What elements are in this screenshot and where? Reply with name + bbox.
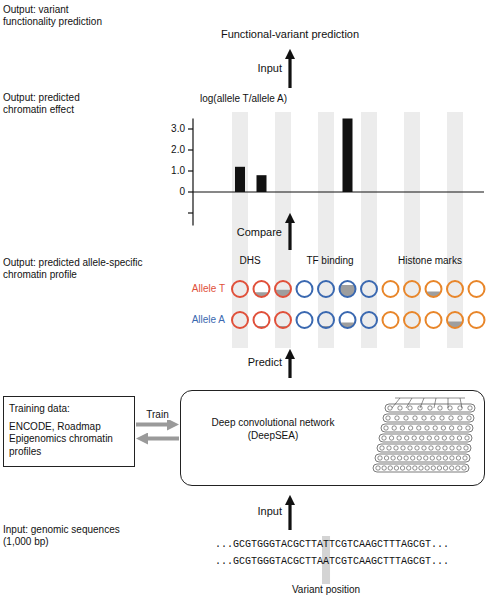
figure-label: TF binding: [295, 255, 365, 267]
profile-circle: [447, 281, 463, 297]
sequence-text: ...GCGTGGGTACGCTTAATCGTCAAGCTTTAGCGT...: [215, 556, 449, 568]
flow-arrow: [288, 354, 291, 378]
profile-circle: [297, 281, 313, 297]
effect-chart: [188, 119, 484, 226]
edge-label: Train: [144, 409, 170, 420]
network-glyph: [373, 398, 475, 472]
node-text: Training data:: [9, 403, 131, 416]
profile-circle: [318, 312, 334, 328]
network-overlay: [181, 391, 484, 485]
profile-circle: [340, 281, 356, 297]
column-band: [404, 112, 420, 348]
profile-circle: [426, 312, 442, 328]
sequence-text: ...GCGTGGGTACGCTTATTCGTCAAGCTTTAGCGT...: [215, 539, 449, 551]
train-arrow: [142, 437, 179, 441]
figure-label: log(allele T/allele A): [200, 93, 360, 105]
profile-circle: [232, 312, 248, 328]
profile-circle: [447, 312, 463, 328]
figure-label: Compare: [222, 226, 282, 239]
figure-label: Output: predicted chromatin effect: [3, 92, 113, 116]
profile-circle: [232, 281, 248, 297]
figure-label: Output: variant functionality prediction: [3, 4, 123, 28]
figure-label: DHS: [230, 255, 270, 267]
column-band: [361, 112, 377, 348]
figure-label: Histone marks: [390, 255, 470, 267]
profile-circle: [361, 281, 377, 297]
figure-label: Variant position: [271, 584, 381, 596]
figure-label: Output: predicted allele-specific chroma…: [3, 257, 153, 281]
effect-bar: [257, 175, 267, 192]
figure-label: Input: genomic sequences (1,000 bp): [3, 524, 128, 548]
flow-arrow: [288, 500, 291, 530]
figure-label: 1.0: [160, 165, 185, 177]
effect-bar: [343, 119, 353, 193]
profile-circle: [469, 312, 485, 328]
profile-circle: [254, 312, 270, 328]
profile-circle: [275, 312, 291, 328]
figure-label: 3.0: [160, 123, 185, 135]
figure-label: Predict: [222, 356, 282, 369]
profile-circle: [383, 312, 399, 328]
figure-label: Allele A: [170, 314, 225, 326]
node-text: ENCODE, Roadmap Epigenomics chromatin pr…: [9, 421, 131, 459]
profile-circle: [426, 281, 442, 297]
profile-circle: [275, 281, 291, 297]
chromatin-profile-row: [232, 312, 485, 328]
node-text: Deep convolutional network (DeepSEA): [193, 417, 353, 442]
profile-circle: [361, 312, 377, 328]
chromatin-profile-row: [232, 281, 485, 297]
profile-circle: [254, 281, 270, 297]
figure-label: Input: [240, 505, 282, 518]
profile-circle: [297, 312, 313, 328]
train-arrow: [136, 423, 173, 427]
profile-circle: [318, 281, 334, 297]
flow-arrow: [288, 218, 291, 250]
figure-label: 2.0: [160, 144, 185, 156]
profile-circle: [404, 312, 420, 328]
figure-label: Allele T: [170, 283, 225, 295]
profile-circle: [340, 312, 356, 328]
figure-label: 0: [160, 186, 185, 198]
flow-arrow: [288, 54, 291, 88]
column-band: [318, 112, 334, 348]
model-box: Deep convolutional network (DeepSEA): [180, 390, 485, 486]
profile-circle: [469, 281, 485, 297]
figure-label: Input: [240, 62, 282, 75]
profile-circle: [404, 281, 420, 297]
effect-bar: [235, 167, 245, 192]
profile-circle: [383, 281, 399, 297]
column-band: [447, 112, 463, 348]
figure-label: Functional-variant prediction: [190, 28, 390, 41]
data-box: Training data: ENCODE, Roadmap Epigenomic…: [3, 396, 135, 467]
